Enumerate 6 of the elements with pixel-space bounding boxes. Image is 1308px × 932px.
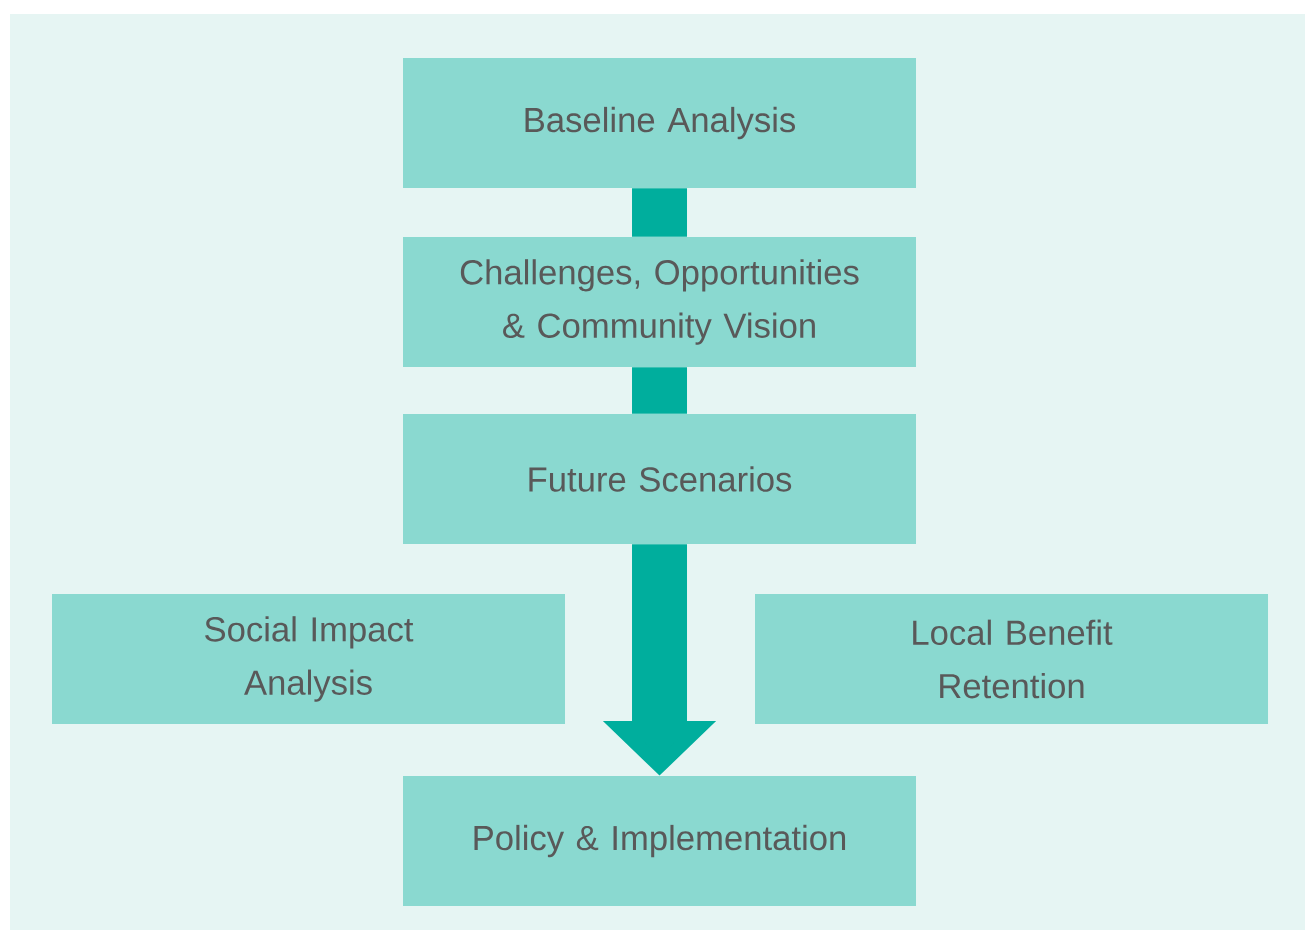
process-box: Baseline Analysis [403, 58, 916, 188]
process-box: Social Impact Analysis [52, 594, 565, 724]
process-box: Future Scenarios [403, 414, 916, 544]
process-box: Challenges, Opportunities & Community Vision [403, 237, 916, 367]
process-box: Policy & Implementation [403, 776, 916, 906]
process-box: Local Benefit Retention [755, 594, 1268, 724]
